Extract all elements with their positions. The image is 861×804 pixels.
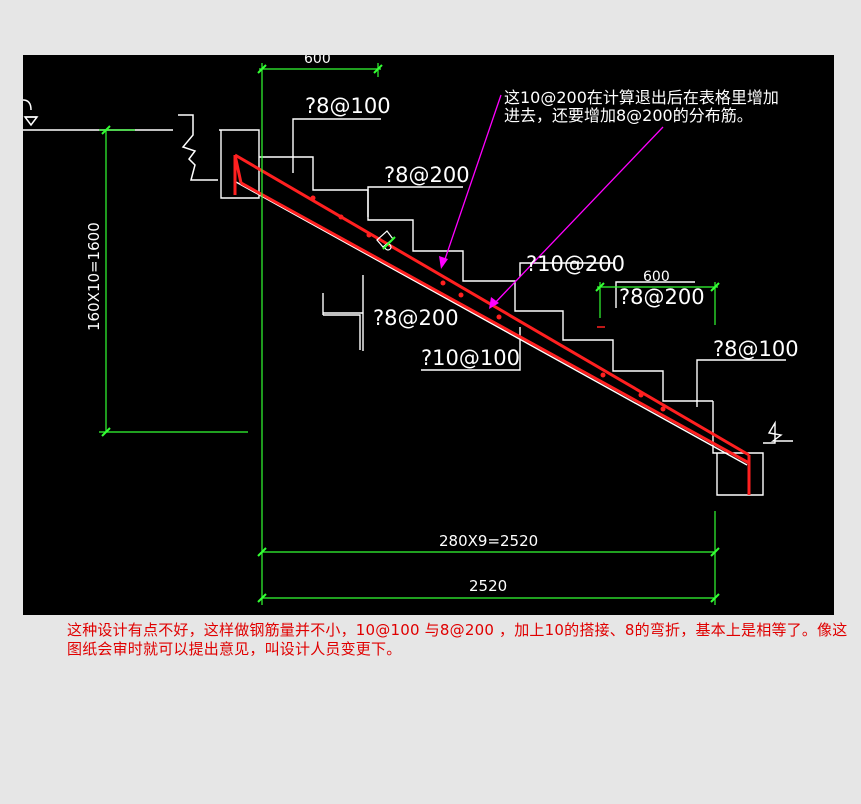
rebar-label-right-upper: ?8@200 (619, 285, 705, 309)
rebar-label-mid-right: ?10@200 (526, 252, 625, 276)
stair-outline (219, 118, 793, 496)
stair-section-drawing: 600 600 160X10=1600 280X9=2520 2520 ?8@1… (23, 55, 799, 605)
dimension-lines (99, 63, 718, 605)
annotation-arrowheads (439, 256, 499, 309)
rebar-label-mid-top: ?8@200 (384, 163, 470, 187)
rebar-dots (310, 195, 666, 412)
annotation-leaders (442, 94, 664, 306)
dim-horizontal-total: 2520 (469, 577, 507, 595)
dim-top-600: 600 (304, 55, 331, 67)
annotation-line-2: 进去，还要增加8@200的分布筋。 (504, 106, 753, 125)
dimension-ticks (101, 64, 720, 603)
annotation-line-1: 这10@200在计算退出后在表格里增加 (504, 88, 779, 107)
commentary-note: 这种设计有点不好，这样做钢筋量并不小，10@100 与8@200 ，加上10的搭… (67, 621, 848, 658)
upper-landing (23, 99, 218, 181)
rebar-label-mid-left: ?8@200 (373, 306, 459, 330)
rebar-label-top-left: ?8@100 (305, 94, 391, 118)
dim-vertical: 160X10=1600 (85, 222, 103, 331)
dim-horizontal-steps: 280X9=2520 (439, 532, 538, 550)
rebar-label-right-lower: ?8@100 (713, 337, 799, 361)
dim-right-600: 600 (643, 269, 670, 285)
rebar-main (233, 153, 751, 495)
cad-drawing-panel: 600 600 160X10=1600 280X9=2520 2520 ?8@1… (23, 55, 834, 615)
rebar-label-bottom-left: ?10@100 (421, 346, 520, 370)
